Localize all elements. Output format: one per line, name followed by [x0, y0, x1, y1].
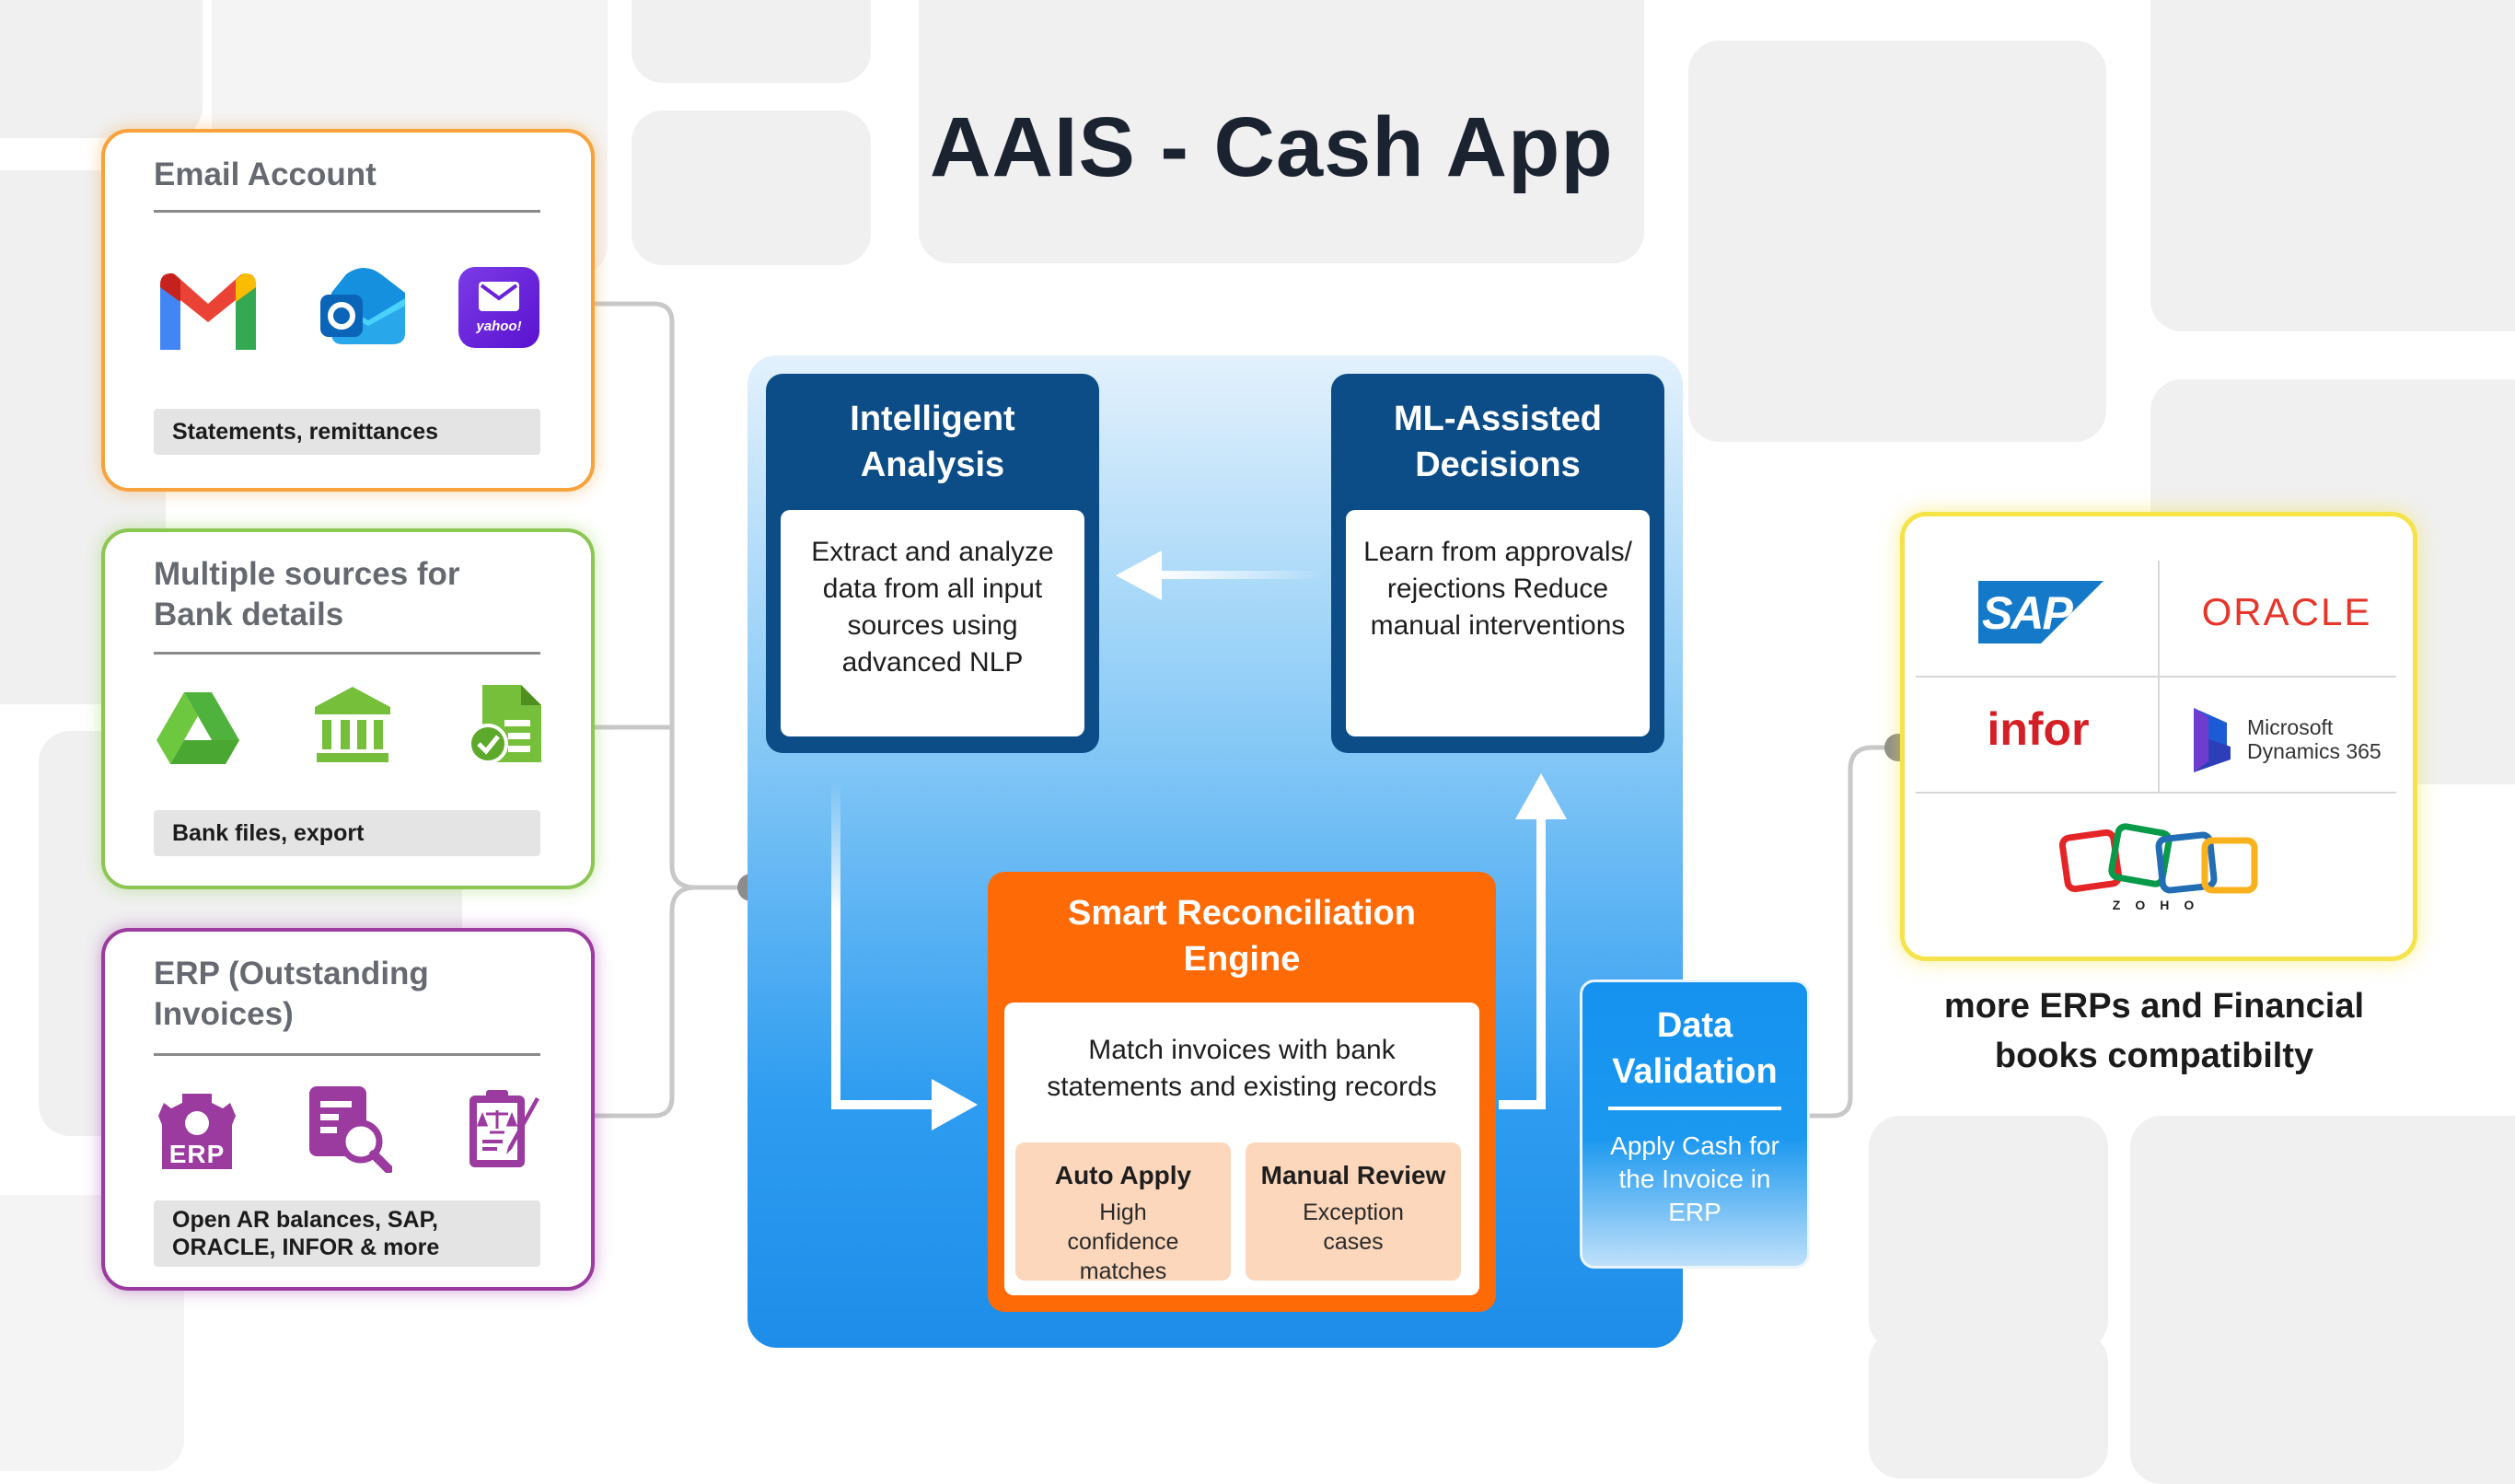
data-validation-card: Data Validation Apply Cash for the Invoi… — [1580, 980, 1810, 1269]
drive-icon — [156, 692, 239, 764]
bg-tile — [632, 0, 871, 83]
microsoft-line1: Microsoft — [2247, 715, 2334, 739]
erp-invoices-heading: ERP (Outstanding Invoices) — [154, 956, 429, 1032]
email-account-card: Email Account yahoo! Statements, remitta… — [101, 129, 595, 492]
ml-decisions-card: ML-Assisted Decisions Learn from approva… — [1331, 374, 1664, 753]
erp-compatibility-caption: more ERPs and Financial books compatibil… — [1943, 987, 2365, 1075]
sap-logo-text: SAP — [1982, 587, 2073, 639]
logo-grid-lines — [1916, 561, 2396, 794]
bg-tile — [919, 0, 1644, 263]
auto-apply-card: Auto Apply High confidence matches — [1015, 1142, 1231, 1284]
engine-description: Match invoices with bank statements and … — [1047, 1035, 1437, 1102]
bg-tile — [0, 0, 203, 138]
bg-tile — [1869, 1116, 2108, 1351]
reconciliation-engine-card: Smart Reconciliation Engine Match invoic… — [988, 872, 1496, 1312]
ml-decisions-title: ML-Assisted Decisions — [1394, 400, 1602, 484]
oracle-logo: ORACLE — [2201, 590, 2372, 633]
yahoo-label: yahoo! — [476, 319, 522, 334]
bank-icon — [315, 687, 390, 762]
document-check-icon — [468, 685, 541, 764]
bg-tile — [632, 110, 871, 265]
divider — [1608, 1107, 1781, 1110]
bank-sources-card: Multiple sources for Bank details Bank f… — [101, 528, 595, 889]
email-caption: Statements, remittances — [154, 409, 540, 455]
arrow-ml-to-analysis — [1116, 551, 1324, 600]
microsoft-dynamics-logo: Microsoft Dynamics 365 — [2190, 706, 2402, 772]
engine-body: Match invoices with bank statements and … — [1004, 1003, 1479, 1295]
divider — [154, 652, 540, 655]
zoho-text: ZOHO — [2112, 898, 2209, 912]
auto-apply-description: High confidence matches — [1067, 1200, 1179, 1284]
intelligent-analysis-description: Extract and analyze data from all input … — [781, 510, 1084, 736]
erp-invoices-card: ERP (Outstanding Invoices) ERP Open AR b… — [101, 928, 595, 1291]
flow-arrows — [831, 551, 1567, 1130]
page-title: AAIS - Cash App — [930, 100, 1614, 194]
erp-icon-label: ERP — [168, 1140, 226, 1168]
divider — [154, 1053, 540, 1056]
infor-logo: infor — [1987, 703, 2090, 755]
arrow-analysis-to-engine — [831, 783, 978, 1130]
auto-apply-title: Auto Apply — [1054, 1161, 1192, 1189]
erp-compatibility-card: SAP ORACLE infor Microsoft Dynamics 365 … — [1900, 512, 2417, 961]
gmail-icon — [160, 272, 256, 350]
erp-caption: Open AR balances, SAP, ORACLE, INFOR & m… — [154, 1200, 540, 1267]
manual-review-description: Exception cases — [1303, 1200, 1404, 1255]
erp-gear-icon: ERP — [155, 1090, 239, 1171]
yahoo-mail-icon: yahoo! — [458, 267, 539, 348]
data-validation-description: Apply Cash for the Invoice in ERP — [1610, 1131, 1779, 1226]
bg-tile — [2130, 1116, 2515, 1484]
ml-decisions-description: Learn from approvals/ rejections Reduce … — [1346, 510, 1650, 736]
intelligent-analysis-title: Intelligent Analysis — [850, 400, 1015, 484]
data-validation-title: Data Validation — [1612, 1006, 1778, 1091]
bg-tile — [2150, 0, 2515, 331]
bg-tile — [1688, 41, 2106, 442]
email-account-heading: Email Account — [154, 157, 377, 192]
bank-sources-heading: Multiple sources for Bank details — [154, 556, 460, 632]
sap-logo: SAP — [1978, 581, 2104, 643]
microsoft-line2: Dynamics 365 — [2247, 739, 2382, 763]
zoho-logo: ZOHO — [2059, 820, 2262, 922]
divider — [154, 210, 540, 213]
manual-review-card: Manual Review Exception cases — [1246, 1142, 1461, 1281]
envelope-icon — [479, 282, 519, 311]
outlook-icon — [320, 268, 405, 344]
engine-title: Smart Reconciliation Engine — [1068, 894, 1416, 979]
clipboard-legal-icon — [469, 1090, 539, 1167]
dynamics-icon — [2194, 708, 2231, 772]
arrow-engine-to-ml — [1499, 773, 1567, 1109]
bank-caption: Bank files, export — [154, 810, 540, 856]
intelligent-analysis-card: Intelligent Analysis Extract and analyze… — [766, 374, 1099, 753]
manual-review-title: Manual Review — [1260, 1161, 1446, 1189]
document-search-icon — [309, 1086, 392, 1173]
zoho-squares — [2059, 823, 2258, 894]
